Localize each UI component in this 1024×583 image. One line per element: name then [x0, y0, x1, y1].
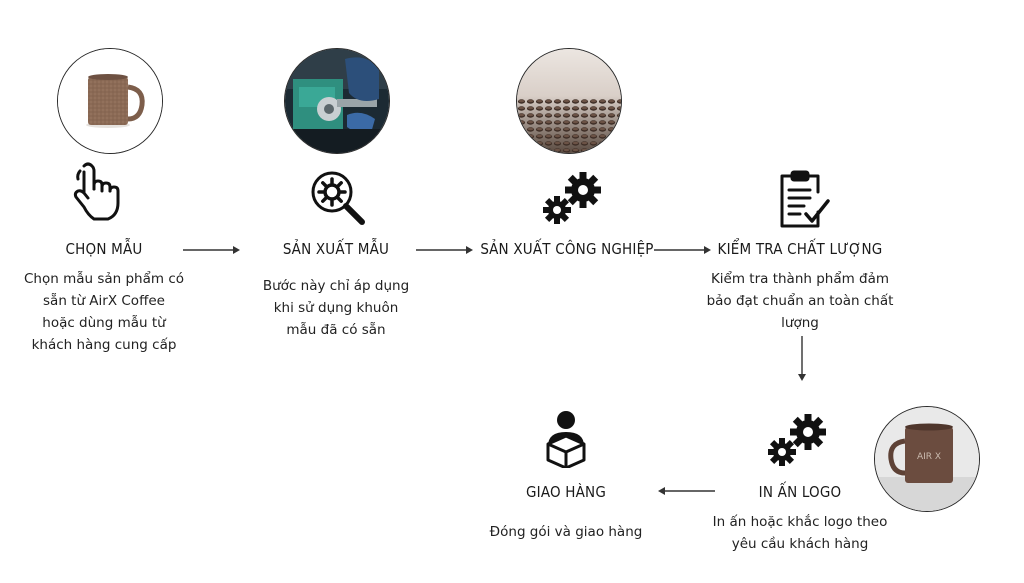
arrow-right-1	[183, 244, 241, 256]
step-title-san-xuat-mau: SẢN XUẤT MẪU	[282, 240, 390, 258]
photo-logo-mug: AIR X	[874, 406, 980, 512]
step-desc-in-an-logo: In ấn hoặc khắc logo theo yêu cầu khách …	[712, 514, 888, 552]
person-box-icon	[542, 410, 590, 468]
arrow-down	[796, 336, 808, 382]
gears-icon	[766, 412, 830, 470]
photo-machine-worker	[284, 48, 390, 154]
gears-icon	[541, 170, 605, 228]
step-desc-chon-mau: Chọn mẫu sản phẩm có sẵn từ AirX Coffee …	[23, 271, 185, 353]
step-title-giao-hang: GIAO HÀNG	[525, 483, 607, 501]
step-title-chon-mau: CHỌN MẪU	[65, 240, 143, 258]
arrow-left	[657, 485, 715, 497]
photo-mugs-production	[516, 48, 622, 154]
magnifier-gear-icon	[308, 168, 366, 226]
step-desc-san-xuat-mau: Bước này chỉ áp dụng khi sử dụng khuôn m…	[262, 278, 410, 338]
step-title-san-xuat-cong-nghiep: SẢN XUẤT CÔNG NGHIỆP	[480, 240, 654, 258]
step-desc-giao-hang: Đóng gói và giao hàng	[489, 524, 643, 540]
photo-brown-mug	[57, 48, 163, 154]
clipboard-check-icon	[778, 170, 834, 228]
arrow-right-3	[654, 244, 712, 256]
step-title-in-an-logo: IN ẤN LOGO	[758, 483, 842, 501]
hand-pointer-icon	[70, 162, 124, 224]
arrow-right-2	[416, 244, 474, 256]
mug-logo-text: AIR X	[917, 452, 941, 462]
step-desc-kiem-tra-chat-luong: Kiểm tra thành phẩm đảm bảo đạt chuẩn an…	[706, 271, 894, 331]
step-title-kiem-tra-chat-luong: KIỂM TRA CHẤT LƯỢNG	[717, 240, 883, 258]
